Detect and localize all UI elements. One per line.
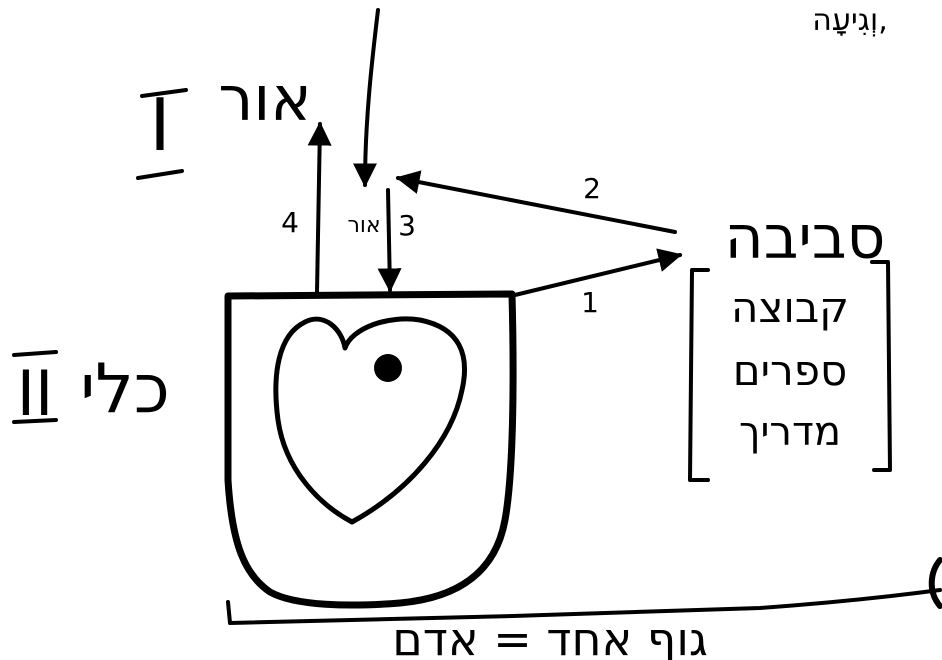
arrow-2-number: 2 [583, 172, 601, 205]
vessel-roman: II [17, 357, 54, 430]
vessel-roman-underline [12, 418, 58, 424]
light-roman: I [149, 83, 170, 167]
environment-label: סביבה [725, 203, 886, 273]
arrow-3-label: אור [347, 213, 380, 238]
environment-bracket-right [870, 260, 892, 472]
arrow-1 [513, 248, 683, 297]
light-roman-underline [136, 169, 184, 180]
incoming-light-line [353, 8, 380, 188]
heart-shape [273, 316, 468, 525]
environment-item-1: קבוצה [731, 283, 849, 332]
vessel-roman-overline [12, 350, 58, 357]
light-label: אור [218, 62, 311, 135]
arrow-2 [395, 170, 677, 234]
edge-mark [928, 557, 942, 609]
arrow-4-number: 4 [281, 206, 299, 239]
vessel-cup [224, 290, 517, 609]
light-roman-overline [140, 88, 188, 98]
bottom-caption: גוף אחד = אדם [392, 612, 708, 660]
top-right-text: וְגִיעָה, [812, 3, 887, 38]
body-baseline [226, 588, 942, 625]
vessel-label: כלי [80, 350, 170, 429]
environment-item-3: מדריך [739, 409, 841, 455]
environment-item-2: ספרים [733, 346, 847, 395]
arrow-1-number: 1 [581, 286, 599, 319]
heart-dot [374, 354, 402, 382]
environment-bracket-left [688, 268, 710, 482]
arrow-4 [307, 121, 332, 294]
arrow-3-number: 3 [398, 209, 416, 242]
arrow-3 [377, 188, 402, 293]
